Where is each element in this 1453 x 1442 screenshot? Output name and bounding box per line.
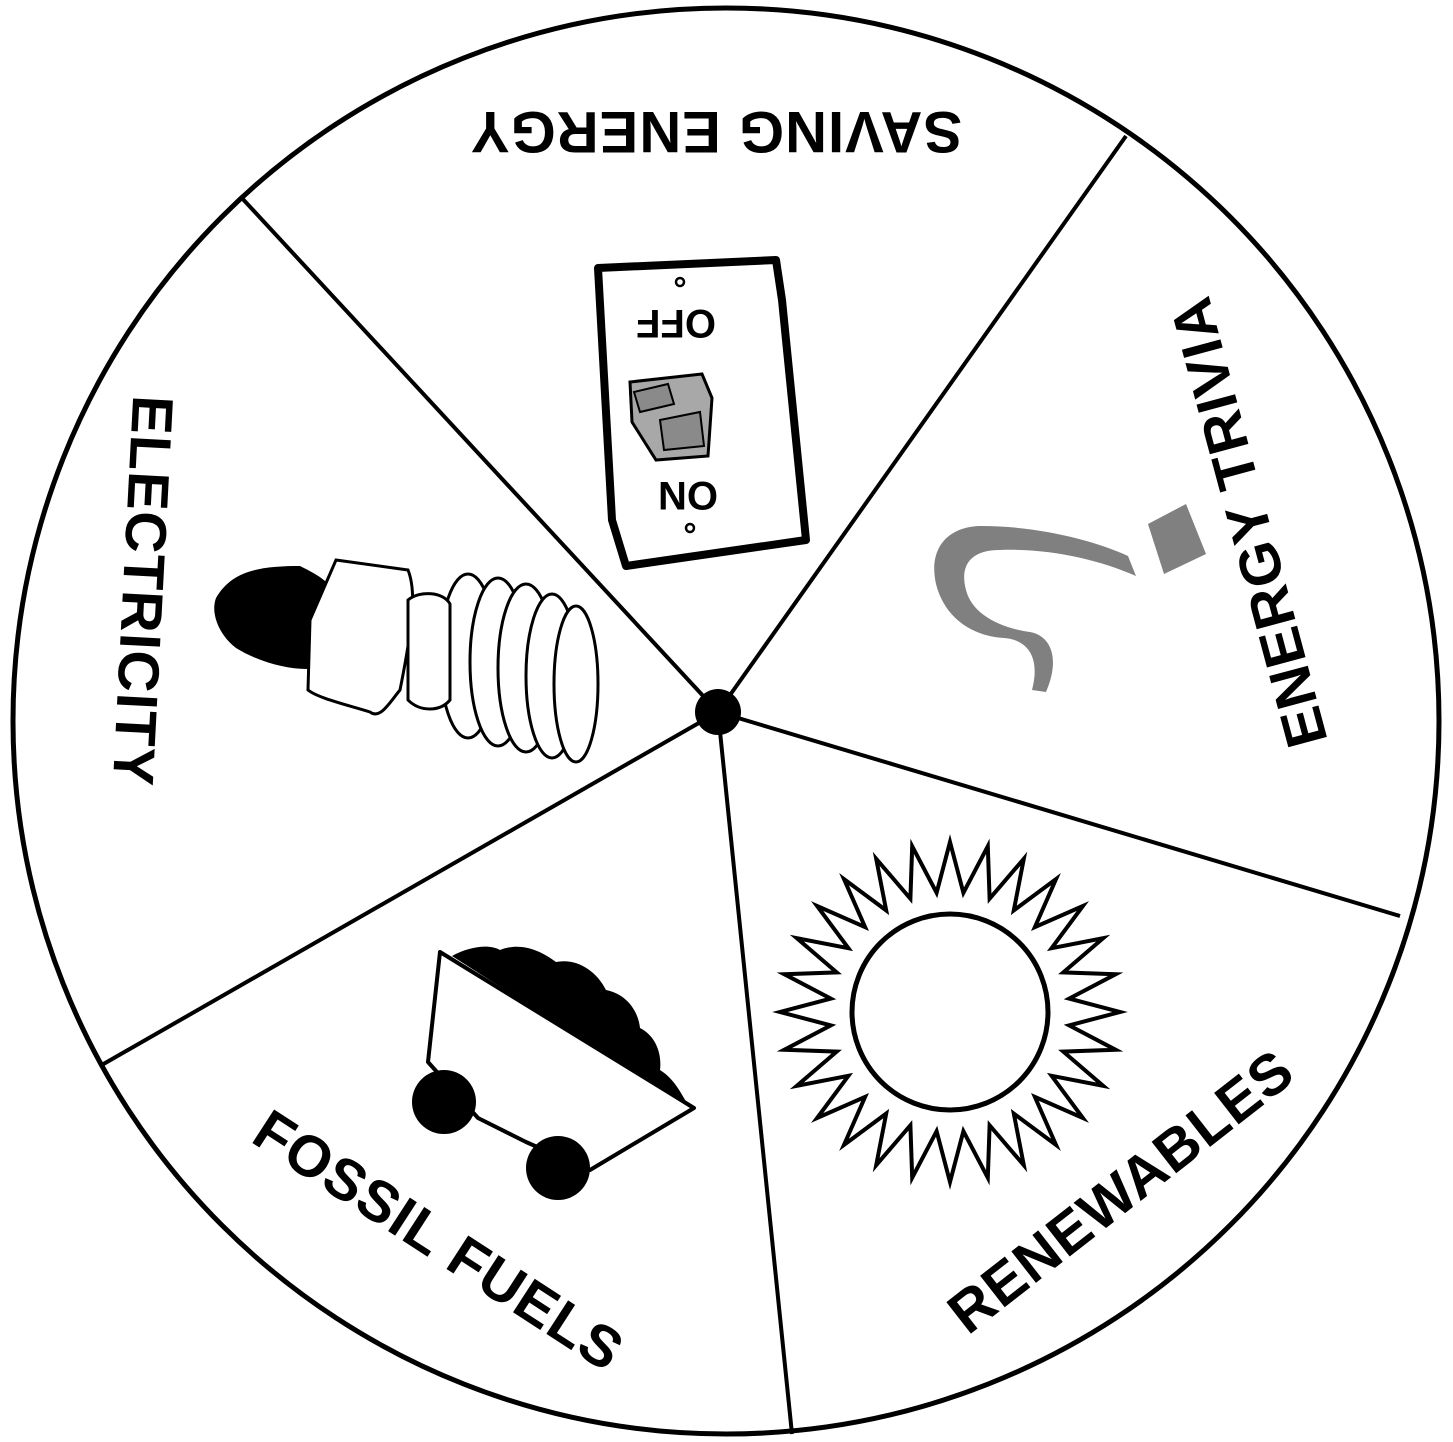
cart-wheel <box>412 1070 476 1134</box>
cart-wheel <box>526 1136 590 1200</box>
switch-off-label: OFF <box>636 301 716 345</box>
wheel-hub[interactable] <box>695 689 741 735</box>
switch-on-label: ON <box>658 473 718 517</box>
light-switch-icon: OFF ON <box>598 260 806 566</box>
sun-disc <box>852 914 1048 1110</box>
segment-label-saving-energy: SAVING ENERGY <box>470 99 962 164</box>
